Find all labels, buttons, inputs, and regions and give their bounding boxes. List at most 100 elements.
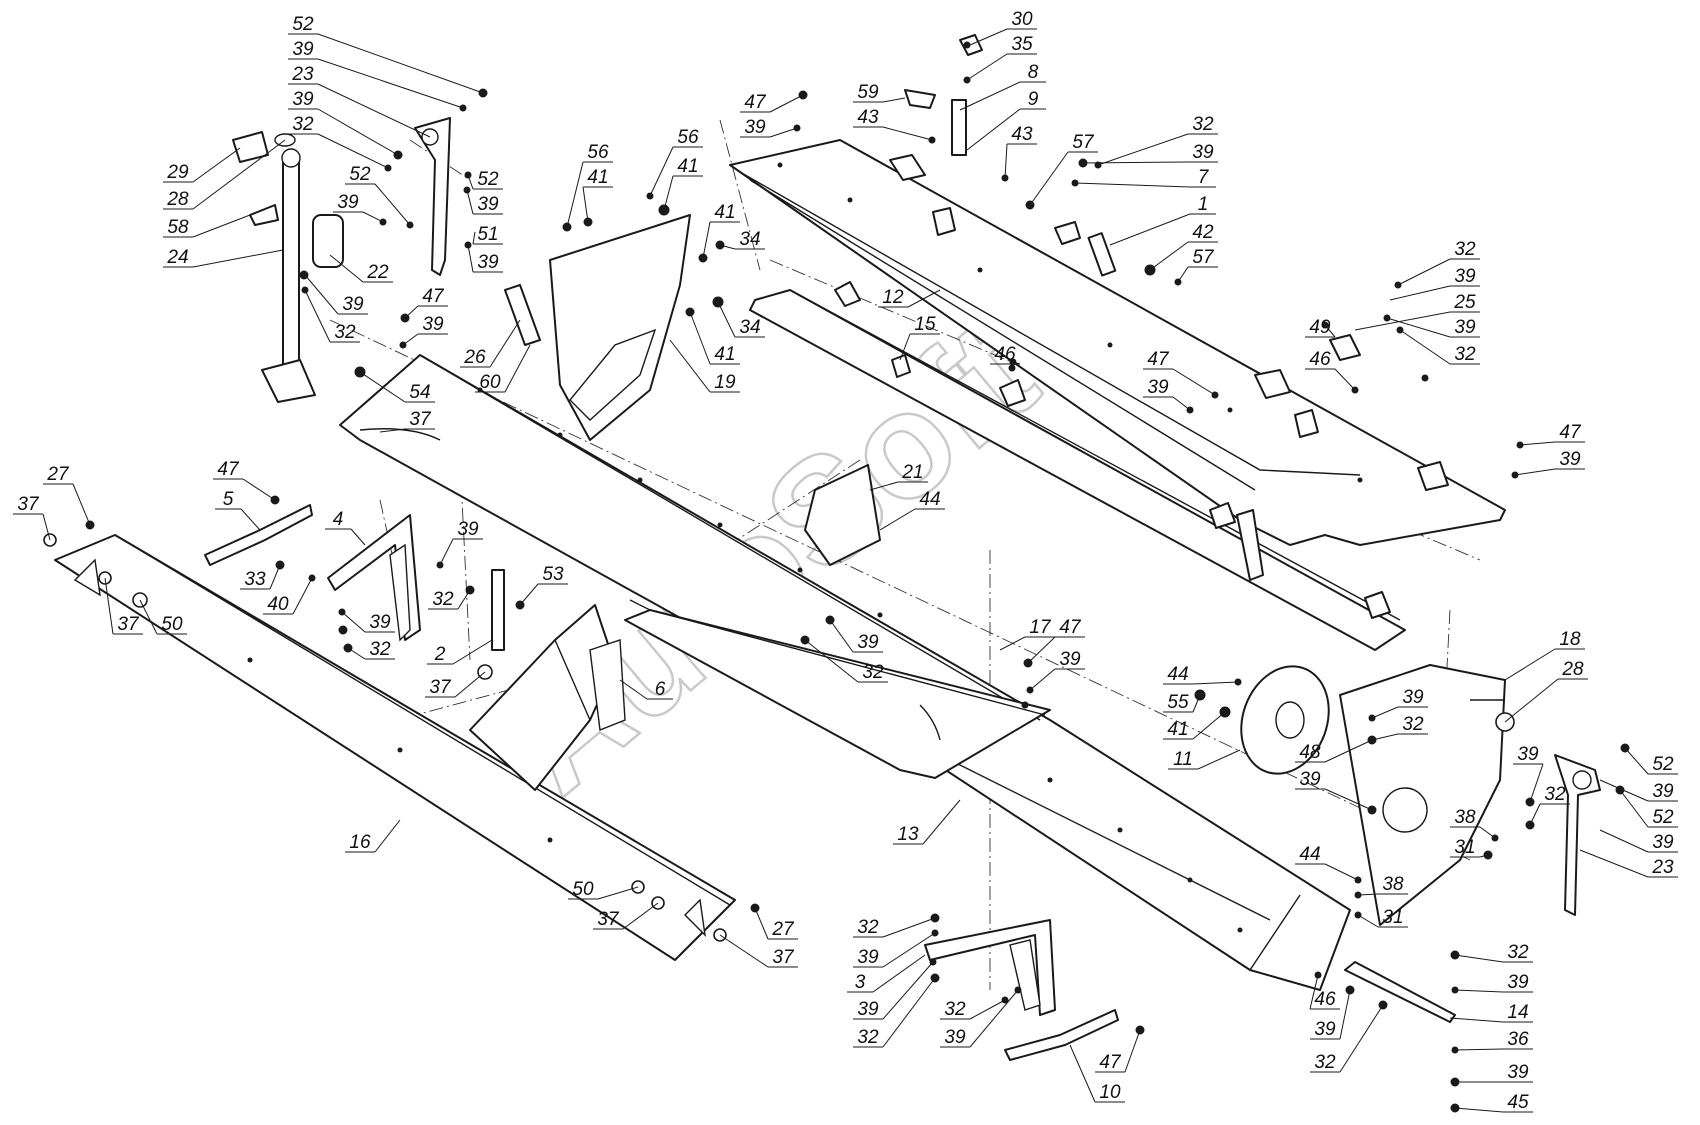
- callout-39: 39: [341, 611, 395, 633]
- callout-number: 32: [1454, 239, 1476, 260]
- callout-leader: [1324, 788, 1373, 811]
- callout-number: 32: [432, 589, 454, 610]
- callout-leader: [582, 186, 589, 223]
- callout-leader: [879, 508, 916, 531]
- callout-40: 40: [263, 577, 313, 615]
- callout-47: 47: [740, 92, 804, 113]
- callout-number: 39: [1402, 687, 1424, 708]
- callout-9: 9: [966, 89, 1046, 151]
- lever-right: [1554, 754, 1601, 916]
- callout-56: 56: [649, 127, 703, 197]
- callout-number: 52: [1652, 754, 1674, 775]
- callout-52: 52: [1619, 789, 1678, 828]
- callout-number: 55: [1167, 692, 1189, 713]
- callout-39: 39: [288, 89, 399, 156]
- callout-leader: [1339, 989, 1351, 1040]
- callout-number: 37: [409, 409, 432, 430]
- callout-number: 32: [1402, 714, 1424, 735]
- callout-leader: [317, 108, 399, 156]
- panel-holes: [247, 162, 1363, 933]
- callout-leader: [619, 679, 648, 700]
- callout-leader: [1074, 182, 1191, 188]
- callout-leader: [292, 577, 313, 615]
- callout-leader: [1454, 1107, 1504, 1113]
- callout-39: 39: [1143, 377, 1191, 411]
- callout-leader: [379, 428, 406, 433]
- callout-number: 13: [897, 824, 919, 845]
- callout-39: 39: [1029, 649, 1085, 691]
- side-trough: [54, 534, 736, 961]
- callout-39: 39: [1454, 972, 1533, 993]
- callout-number: 34: [739, 317, 760, 338]
- callout-number: 45: [1507, 1092, 1529, 1113]
- callout-leader: [969, 28, 1008, 46]
- callout-leader: [1619, 789, 1649, 828]
- callout-60: 60: [475, 344, 531, 393]
- callout-39: 39: [1310, 989, 1351, 1040]
- callout-leader: [1027, 636, 1056, 664]
- callout-32: 32: [288, 114, 389, 169]
- callout-leader: [1354, 311, 1451, 331]
- callout-leader: [1324, 863, 1359, 881]
- callout-39: 39: [439, 519, 483, 566]
- small-latch: [491, 569, 505, 651]
- callout-number: 39: [292, 39, 314, 60]
- callout-48: 48: [1295, 739, 1373, 763]
- callout-leader: [1599, 779, 1649, 802]
- callout-number: 33: [244, 569, 266, 590]
- callout-number: 4: [333, 509, 344, 530]
- callout-leader: [317, 133, 389, 169]
- callout-58: 58: [163, 214, 251, 238]
- callout-46: 46: [1309, 974, 1340, 1010]
- callout-leader: [622, 902, 659, 930]
- callout-leader: [1357, 893, 1379, 896]
- callout-number: 39: [1559, 449, 1581, 470]
- callout-number: 16: [349, 832, 371, 853]
- callout-leader: [689, 311, 711, 365]
- callout-24: 24: [163, 247, 284, 268]
- callout-leader: [1029, 668, 1056, 691]
- callout-32: 32: [428, 589, 471, 610]
- callout-leader: [1197, 749, 1241, 770]
- callout-number: 47: [1559, 422, 1582, 443]
- callout-leader: [1149, 241, 1189, 271]
- callout-42: 42: [1149, 222, 1218, 271]
- callout-41: 41: [689, 311, 740, 365]
- callout-number: 57: [1192, 247, 1215, 268]
- callout-leader: [1371, 733, 1399, 741]
- callout-leader: [72, 483, 91, 526]
- callout-52: 52: [345, 164, 411, 226]
- callout-43: 43: [853, 107, 933, 141]
- callout-leader: [467, 174, 474, 190]
- callout-number: 27: [46, 464, 70, 485]
- callout-number: 31: [1454, 837, 1475, 858]
- callout-number: 32: [1454, 344, 1476, 365]
- upright-post: [261, 148, 316, 403]
- callout-39: 39: [466, 189, 503, 215]
- callout-number: 37: [597, 909, 620, 930]
- callout-number: 50: [161, 614, 183, 635]
- callout-39: 39: [402, 314, 448, 346]
- callout-leader: [1624, 747, 1649, 775]
- callout-44: 44: [879, 489, 945, 531]
- callout-leader: [1397, 258, 1451, 286]
- callout-leader: [1324, 324, 1336, 338]
- callout-leader: [104, 577, 114, 635]
- callout-leader: [504, 344, 531, 393]
- callout-number: 43: [857, 107, 879, 128]
- callout-39: 39: [1599, 829, 1678, 853]
- callout-number: 32: [944, 999, 966, 1020]
- callout-leader: [969, 989, 1019, 1048]
- callout-leader: [1479, 826, 1496, 839]
- callout-leader: [1172, 368, 1216, 396]
- callout-number: 41: [714, 344, 735, 365]
- callout-leader: [969, 999, 1006, 1020]
- disk: [1240, 665, 1330, 775]
- callout-10: 10: [1069, 1044, 1125, 1103]
- callout-number: 49: [1309, 317, 1331, 338]
- callout-leader: [566, 161, 584, 228]
- callout-number: 52: [292, 14, 314, 35]
- callout-32: 32: [1371, 714, 1428, 741]
- cover-plate: [804, 464, 881, 566]
